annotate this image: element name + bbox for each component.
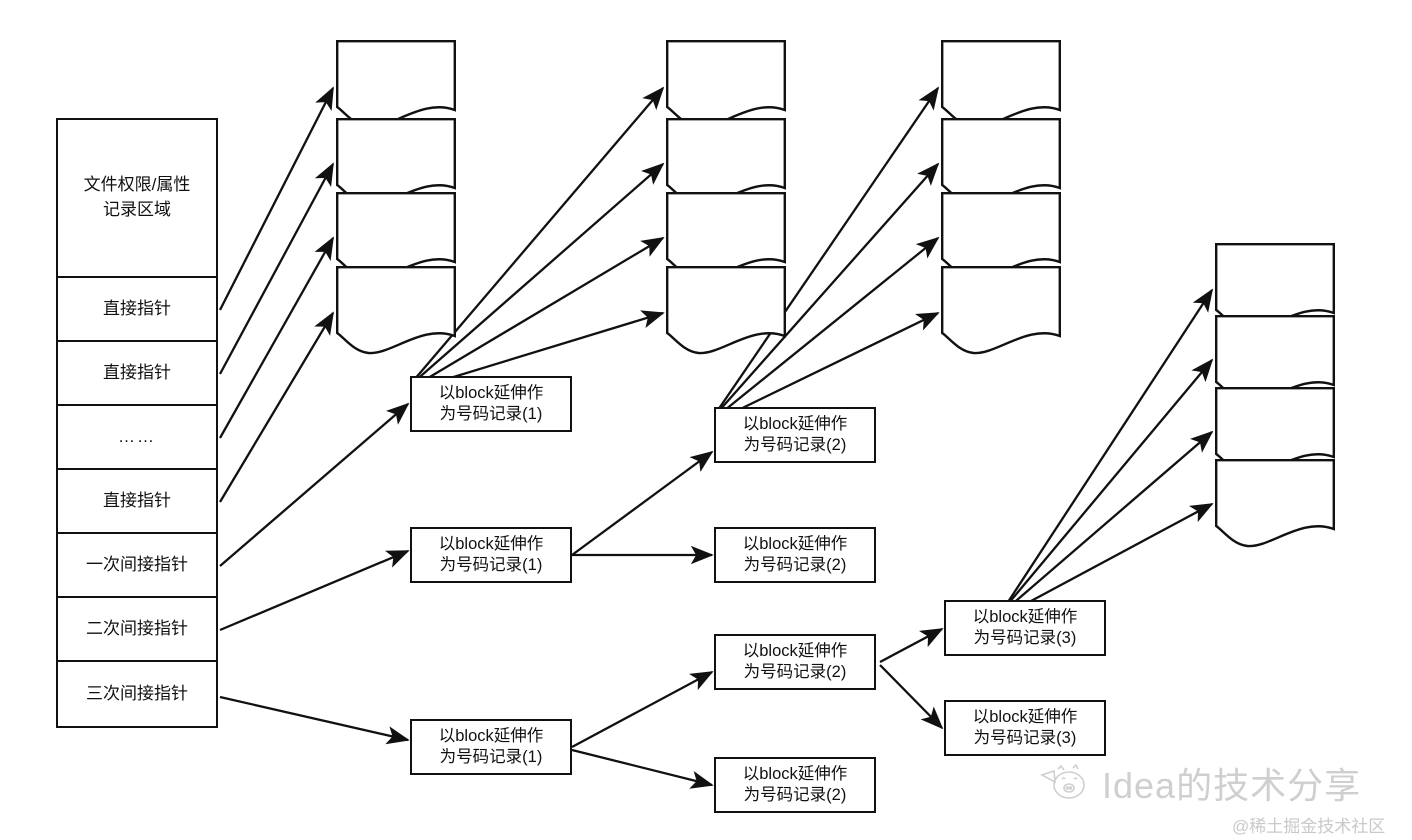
inode-row-direct-2: 直接指针 <box>58 342 216 406</box>
block-record-lvl2-b-line2: 为号码记录(2) <box>743 556 847 574</box>
block-record-lvl1-c-line1: 以block延伸作 <box>438 726 544 745</box>
block-record-lvl3-b: 以block延伸作 为号码记录(3) <box>944 700 1106 756</box>
edge-directn-to-block <box>219 311 334 503</box>
edge-direct1-to-block <box>218 86 335 311</box>
block-record-lvl2-d-line2: 为号码记录(2) <box>743 786 847 804</box>
block-record-lvl3-b-line1: 以block延伸作 <box>972 707 1078 726</box>
block-record-lvl1-c-line2: 为号码记录(1) <box>439 748 543 766</box>
pig-face-logo-icon <box>1038 763 1092 803</box>
data-block-2-4 <box>666 266 786 356</box>
block-record-lvl2-d: 以block延伸作 为号码记录(2) <box>714 757 876 813</box>
edge-triple-indirect-to-lvl1c <box>219 695 410 745</box>
watermark: Idea的技术分享 <box>1038 757 1361 809</box>
block-record-lvl1-b: 以block延伸作 为号码记录(1) <box>410 527 572 583</box>
data-block-3-4 <box>941 266 1061 356</box>
block-record-lvl1-a: 以block延伸作 为号码记录(1) <box>410 376 572 432</box>
block-record-lvl2-c: 以block延伸作 为号码记录(2) <box>714 634 876 690</box>
inode-row-single-indirect: 一次间接指针 <box>58 534 216 598</box>
watermark-main-text: Idea的技术分享 <box>1102 765 1362 806</box>
inode-row-attributes: 文件权限/属性 记录区域 <box>58 120 216 278</box>
edge-direct2-to-block <box>218 162 335 375</box>
inode-row-ellipsis: …… <box>58 406 216 470</box>
block-record-lvl3-a-line1: 以block延伸作 <box>972 607 1078 626</box>
edge-lvl2c-to-lvl3a <box>879 627 944 664</box>
edge-lvl3a-to-stack4-3 <box>1009 430 1214 607</box>
inode-attr-line1: 文件权限/属性 <box>83 175 191 195</box>
inode-row-single-indirect-label: 一次间接指针 <box>86 554 188 574</box>
block-record-lvl1-a-line1: 以block延伸作 <box>438 383 544 402</box>
block-record-lvl2-a: 以block延伸作 为号码记录(2) <box>714 407 876 463</box>
block-record-lvl2-b-line1: 以block延伸作 <box>742 534 848 553</box>
inode-row-direct-n-label: 直接指针 <box>103 490 171 510</box>
inode-row-direct-1: 直接指针 <box>58 278 216 342</box>
inode-row-double-indirect-label: 二次间接指针 <box>86 618 188 638</box>
edge-lvl3a-to-stack4-2 <box>1007 358 1214 605</box>
edge-lvl1c-to-lvl2d <box>571 748 714 789</box>
inode-row-direct-2-label: 直接指针 <box>103 362 171 382</box>
edge-double-indirect-to-lvl1b <box>219 549 410 632</box>
block-record-lvl2-a-line1: 以block延伸作 <box>742 414 848 433</box>
block-record-lvl1-b-line2: 为号码记录(1) <box>439 556 543 574</box>
inode-row-direct-n: 直接指针 <box>58 470 216 534</box>
block-record-lvl1-c: 以block延伸作 为号码记录(1) <box>410 719 572 775</box>
block-record-lvl3-a-line2: 为号码记录(3) <box>973 629 1077 647</box>
watermark-sub-text: @稀土掘金技术社区 <box>1232 817 1386 836</box>
block-record-lvl2-d-line1: 以block延伸作 <box>742 764 848 783</box>
edge-directdots-to-block <box>218 236 335 439</box>
data-block-1-1 <box>336 40 456 130</box>
edge-lvl1c-to-lvl2c <box>571 670 714 749</box>
block-record-lvl2-b: 以block延伸作 为号码记录(2) <box>714 527 876 583</box>
block-record-lvl1-a-line2: 为号码记录(1) <box>439 405 543 423</box>
inode-row-triple-indirect-label: 三次间接指针 <box>86 683 188 703</box>
edge-single-indirect-to-lvl1a <box>219 402 410 567</box>
block-record-lvl3-b-line2: 为号码记录(3) <box>973 729 1077 747</box>
data-block-2-1 <box>666 40 786 130</box>
block-record-lvl3-a: 以block延伸作 为号码记录(3) <box>944 600 1106 656</box>
edge-lvl1b-to-lvl2a <box>571 450 714 556</box>
data-block-4-4 <box>1215 459 1335 549</box>
inode-row-direct-1-label: 直接指针 <box>103 298 171 318</box>
watermark-sub: @稀土掘金技术社区 <box>1232 812 1385 837</box>
inode-row-ellipsis-label: …… <box>118 426 156 446</box>
block-record-lvl2-a-line2: 为号码记录(2) <box>743 436 847 454</box>
data-block-1-4 <box>336 266 456 356</box>
block-record-lvl2-c-line2: 为号码记录(2) <box>743 663 847 681</box>
edge-lvl2c-to-lvl3b <box>879 664 944 730</box>
block-record-lvl1-b-line1: 以block延伸作 <box>438 534 544 553</box>
inode-table: 文件权限/属性 记录区域 直接指针 直接指针 …… 直接指针 一次间接指针 二次… <box>56 118 218 728</box>
edge-lvl3a-to-stack4-4 <box>1017 502 1214 610</box>
inode-row-double-indirect: 二次间接指针 <box>58 598 216 662</box>
data-block-3-1 <box>941 40 1061 130</box>
inode-row-triple-indirect: 三次间接指针 <box>58 662 216 726</box>
block-record-lvl2-c-line1: 以block延伸作 <box>742 641 848 660</box>
inode-attr-line2: 记录区域 <box>102 200 171 219</box>
